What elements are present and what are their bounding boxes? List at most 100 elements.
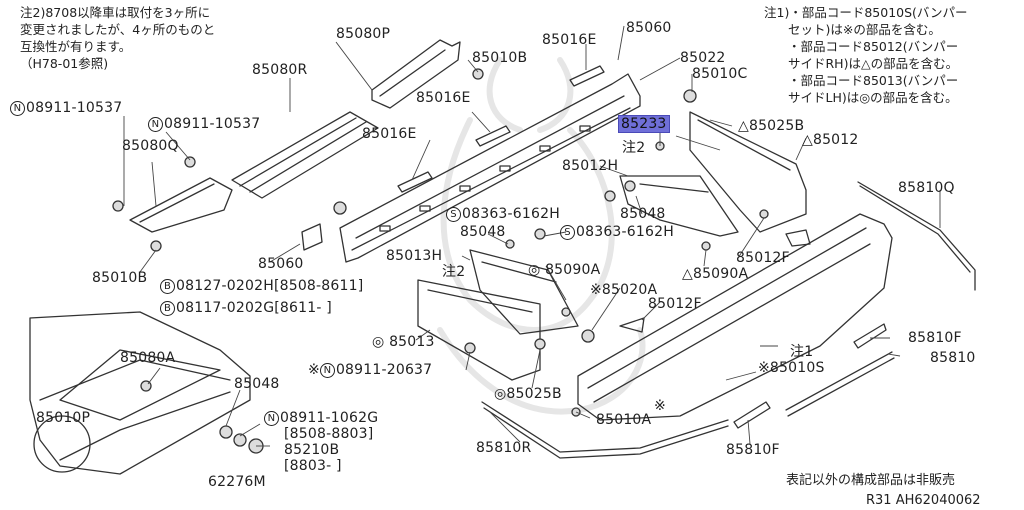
part-label-85012H[interactable]: 85012H bbox=[562, 158, 619, 174]
moulding-85810F-a[interactable] bbox=[853, 323, 887, 349]
part-label-85210B[interactable]: 85210B bbox=[284, 442, 340, 458]
note-line: 変更されましたが、4ヶ所のものと bbox=[20, 22, 216, 37]
part-label-85090A-b[interactable]: △85090A bbox=[682, 266, 749, 282]
part-label-85080Q[interactable]: 85080Q bbox=[122, 138, 179, 154]
part-label-85012F-a[interactable]: 85012F bbox=[736, 250, 790, 266]
diagram-code: R31 AH62040062 bbox=[866, 493, 981, 508]
part-label-85810R[interactable]: 85810R bbox=[476, 440, 532, 456]
part-label-85810-right[interactable]: 85810 bbox=[930, 350, 976, 366]
part-label-85010C[interactable]: 85010C bbox=[692, 66, 748, 82]
clip-85012F-b[interactable] bbox=[619, 317, 645, 333]
n-prefix-icon: N bbox=[10, 101, 25, 116]
part-label-85016E-2[interactable]: 85016E bbox=[416, 90, 471, 106]
moulding-85810R[interactable] bbox=[481, 401, 729, 459]
part-label-85012[interactable]: △85012 bbox=[802, 132, 859, 148]
part-label-85012F-b[interactable]: 85012F bbox=[648, 296, 702, 312]
part-label-85010P[interactable]: 85010P bbox=[36, 410, 91, 426]
part-label-85810F-a[interactable]: 85810F bbox=[908, 330, 962, 346]
part-label-85010B-left[interactable]: 85010B bbox=[92, 270, 148, 286]
n-prefix-icon: N bbox=[264, 411, 279, 426]
b-prefix-icon: B bbox=[160, 301, 175, 316]
part-label-85010S[interactable]: ※85010S bbox=[758, 360, 825, 376]
part-label-85010B-top[interactable]: 85010B bbox=[472, 50, 528, 66]
filler-85080R[interactable] bbox=[231, 111, 379, 199]
part-label-85013H[interactable]: 85013H bbox=[386, 248, 443, 264]
bumper-side-85013[interactable] bbox=[417, 279, 541, 381]
clip-85060[interactable] bbox=[301, 223, 323, 251]
moulding-85810-right[interactable] bbox=[785, 351, 895, 417]
note-line: 注2)8708以降車は取付を3ヶ所に bbox=[20, 5, 211, 20]
highlighted-part: 85233 bbox=[618, 115, 670, 133]
part-label-85080R[interactable]: 85080R bbox=[252, 62, 308, 78]
top-right-note: 注1)・部品コード85010S(バンパー セット)は※の部品を含む。 ・部品コー… bbox=[764, 4, 968, 106]
callout-circle-85010P bbox=[33, 415, 91, 473]
b-prefix-icon: B bbox=[160, 279, 175, 294]
reinforcement-85022[interactable] bbox=[339, 73, 641, 263]
clip-85012F-a[interactable] bbox=[785, 229, 811, 247]
note2-marker-a: 注2 bbox=[622, 140, 646, 156]
part-number: 08127-0202H[8508-8611] bbox=[176, 278, 364, 294]
moulding-85810F-b[interactable] bbox=[733, 401, 771, 429]
reinforcement-holes bbox=[379, 125, 591, 232]
part-label-85025B-bot[interactable]: ◎85025B bbox=[494, 386, 562, 402]
bracket-85080Q[interactable] bbox=[129, 177, 233, 233]
part-label-85048-b[interactable]: 85048 bbox=[460, 224, 506, 240]
bumper-fascia-85010S[interactable] bbox=[577, 213, 893, 421]
part-label-85016E-1[interactable]: 85016E bbox=[542, 32, 597, 48]
part-number: 08911-10537 bbox=[164, 116, 261, 132]
n-prefix-icon: N bbox=[148, 117, 163, 132]
note-line: 互換性が有ります。 bbox=[20, 39, 132, 54]
top-left-note: 注2)8708以降車は取付を3ヶ所に 変更されましたが、4ヶ所のものと 互換性が… bbox=[20, 4, 215, 72]
filler-85080P[interactable] bbox=[371, 39, 461, 109]
note2-marker-b: 注2 bbox=[442, 264, 466, 280]
part-label-85013[interactable]: ◎ 85013 bbox=[372, 334, 435, 350]
note1-marker: 注1 bbox=[790, 344, 814, 360]
part-label-85016E-3[interactable]: 85016E bbox=[362, 126, 417, 142]
part-number: 08911-10537 bbox=[26, 100, 123, 116]
part-label-62276M[interactable]: 62276M bbox=[208, 474, 266, 490]
part-label-85025B-top[interactable]: △85025B bbox=[738, 118, 805, 134]
part-label-85810F-b[interactable]: 85810F bbox=[726, 442, 780, 458]
note-line: サイドLH)は◎の部品を含む。 bbox=[788, 90, 958, 105]
part-label-85090A-a[interactable]: ◎ 85090A bbox=[528, 262, 601, 278]
part-label-85080P[interactable]: 85080P bbox=[336, 26, 391, 42]
part-label-85020A[interactable]: ※85020A bbox=[590, 282, 658, 298]
part-number: 08363-6162H bbox=[462, 206, 560, 222]
part-label-85810Q[interactable]: 85810Q bbox=[898, 180, 955, 196]
footer-note: 表記以外の構成部品は非販売 bbox=[786, 473, 956, 488]
note-line: ・部品コード85012(バンパー bbox=[788, 39, 959, 54]
part-label-date-8803: [8803- ] bbox=[284, 458, 342, 474]
label-85016E-a[interactable] bbox=[569, 65, 605, 87]
part-label-85010A[interactable]: 85010A bbox=[596, 412, 652, 428]
part-label-85080A[interactable]: 85080A bbox=[120, 350, 176, 366]
s-prefix-icon: S bbox=[446, 207, 461, 222]
part-label-85048-a[interactable]: 85048 bbox=[620, 206, 666, 222]
part-label-85060-left[interactable]: 85060 bbox=[258, 256, 304, 272]
fasteners bbox=[112, 68, 769, 454]
bumper-side-85012[interactable] bbox=[689, 111, 807, 233]
part-label-85233[interactable]: 85233 bbox=[618, 115, 670, 133]
note-line: セット)は※の部品を含む。 bbox=[788, 22, 941, 37]
star-prefix: ※ bbox=[308, 362, 320, 378]
car-body-rear bbox=[29, 311, 251, 475]
bracket-85013H[interactable] bbox=[469, 249, 579, 335]
part-label-85022[interactable]: 85022 bbox=[680, 50, 726, 66]
label-85016E-b[interactable] bbox=[475, 125, 511, 147]
part-label-85060-top[interactable]: 85060 bbox=[626, 20, 672, 36]
part-label-date-8508-8803: [8508-8803] bbox=[284, 426, 374, 442]
bracket-85012H[interactable] bbox=[619, 175, 739, 237]
part-label-85048-c[interactable]: 85048 bbox=[234, 376, 280, 392]
label-85016E-c[interactable] bbox=[397, 171, 433, 193]
moulding-85810Q[interactable] bbox=[857, 181, 976, 291]
leader-lines bbox=[123, 25, 941, 447]
